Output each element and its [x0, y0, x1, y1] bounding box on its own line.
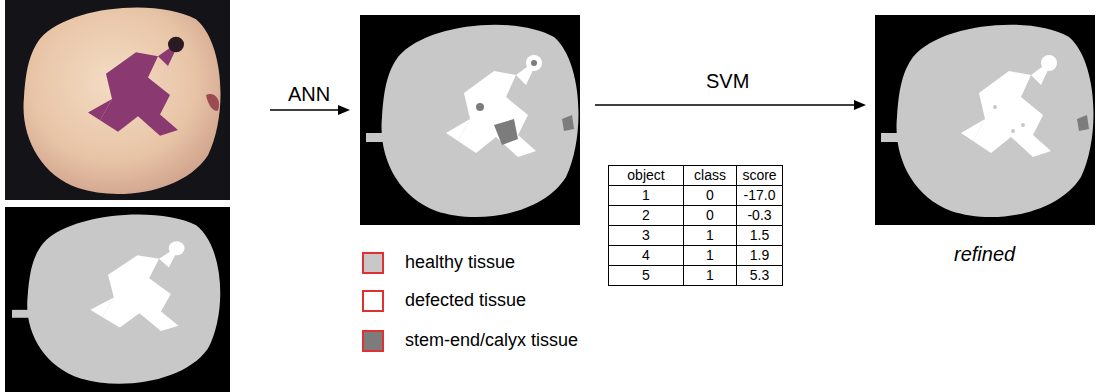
- table-cell: 0: [683, 185, 737, 206]
- table-cell: 1: [683, 225, 737, 246]
- table-cell: 1: [683, 245, 737, 266]
- table-header: score: [736, 165, 783, 186]
- step-label: SVM: [706, 70, 749, 92]
- legend-swatch: [362, 252, 384, 274]
- table-cell: 1: [683, 265, 737, 286]
- legend-text: healthy tissue: [405, 253, 515, 273]
- apple-photo: [5, 0, 230, 200]
- table-cell: 0: [683, 205, 737, 226]
- table-cell: 5.3: [736, 265, 783, 286]
- ann-output-image: [360, 15, 580, 225]
- table-cell: -0.3: [736, 205, 783, 226]
- table-header: object: [608, 165, 684, 186]
- step-label: ANN: [288, 83, 330, 105]
- legend-text: defected tissue: [405, 291, 526, 311]
- table-cell: 1.9: [736, 245, 783, 266]
- image-caption: refined: [954, 243, 1015, 265]
- table-cell: 5: [608, 265, 684, 286]
- legend-swatch: [362, 290, 384, 312]
- process-arrow: [270, 100, 866, 115]
- table-cell: 4: [608, 245, 684, 266]
- table-header: class: [683, 165, 737, 186]
- legend-swatch: [362, 330, 384, 352]
- table-cell: 1.5: [736, 225, 783, 246]
- table-cell: -17.0: [736, 185, 783, 206]
- table-cell: 1: [608, 185, 684, 206]
- table-cell: 3: [608, 225, 684, 246]
- refined-image: [875, 15, 1095, 225]
- mask-image: [5, 207, 230, 392]
- table-cell: 2: [608, 205, 684, 226]
- legend-text: stem-end/calyx tissue: [405, 331, 578, 351]
